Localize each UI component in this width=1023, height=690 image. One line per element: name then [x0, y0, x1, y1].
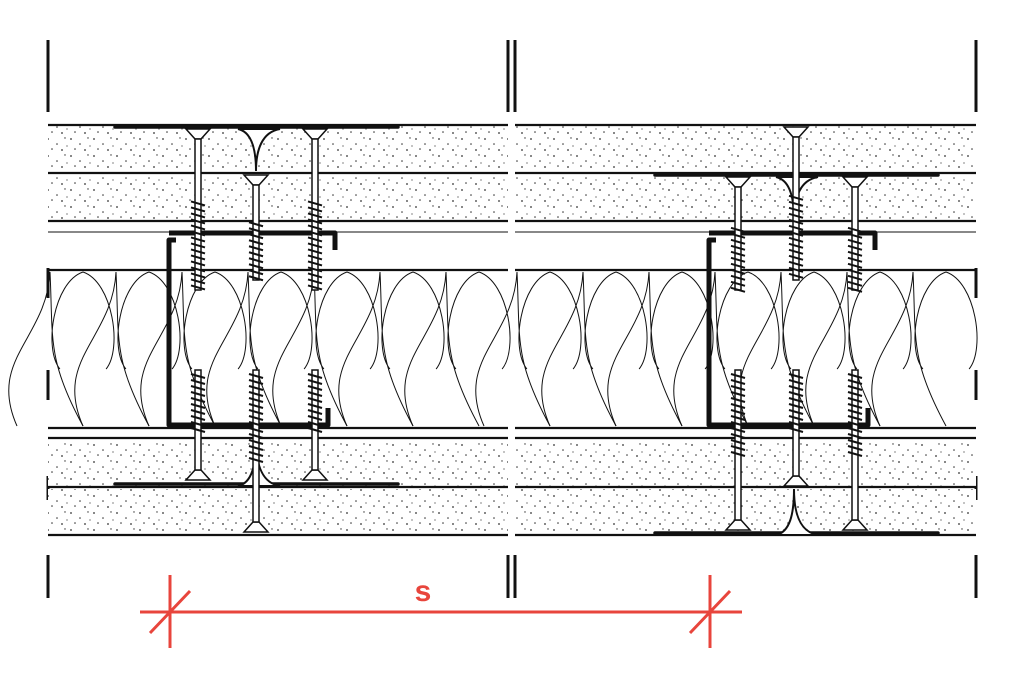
dimension-tick-right [688, 589, 732, 635]
insulation-loop [871, 271, 978, 427]
screw [724, 176, 752, 293]
stud-left [166, 230, 338, 428]
screw [242, 174, 270, 282]
board-outer-b [48, 175, 976, 221]
screw [184, 369, 212, 481]
screw [841, 176, 869, 293]
dimension-label: s [415, 575, 432, 608]
spacing-dimension: s [140, 575, 742, 648]
screw [841, 369, 869, 531]
screw [301, 369, 329, 481]
insulation-loop [272, 271, 379, 427]
screw [242, 369, 270, 533]
screw [724, 369, 752, 531]
insulation-loop [805, 271, 912, 427]
insulation-loop [140, 271, 247, 427]
insulation-loop [673, 271, 780, 427]
stud-right [706, 230, 878, 428]
screw [782, 126, 810, 281]
insulation-loop [338, 271, 445, 427]
screw [301, 128, 329, 291]
board-inner-b [48, 489, 976, 534]
insulation-loop [475, 271, 582, 427]
screws [184, 126, 869, 533]
screw [184, 128, 212, 291]
insulation-loop [541, 271, 648, 427]
insulation-loop [404, 271, 511, 427]
insulation-loop [739, 271, 846, 427]
insulation-loop [206, 271, 313, 427]
insulation-loop [74, 271, 181, 427]
insulation-loop [8, 271, 115, 427]
screw [782, 369, 810, 487]
insulation [8, 271, 978, 427]
board-outer-a [48, 125, 976, 171]
insulation-loop [607, 271, 714, 427]
layer-lines [48, 123, 976, 537]
board-inner-a [48, 440, 976, 486]
dimension-tick-left [148, 589, 192, 635]
